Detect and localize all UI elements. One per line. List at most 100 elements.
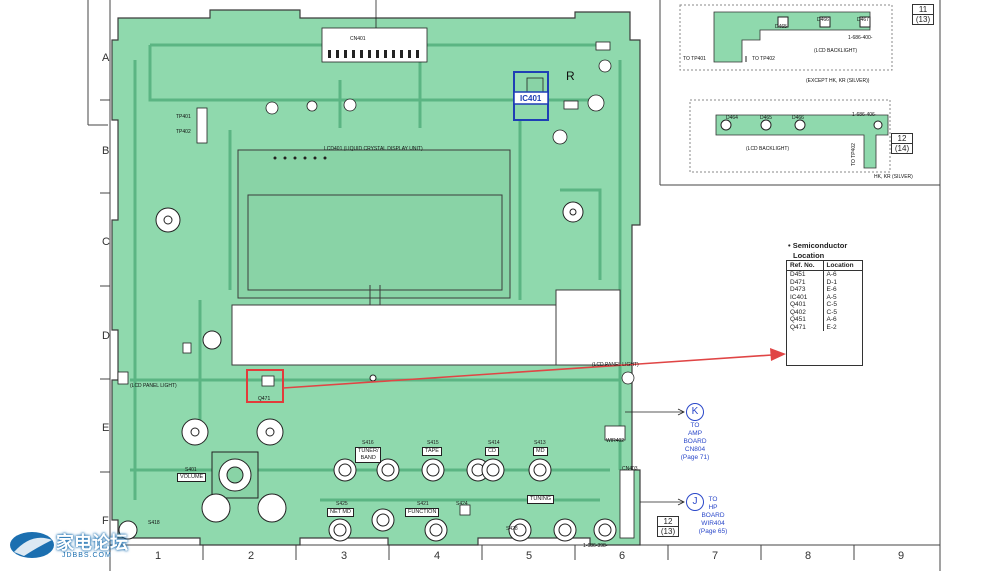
page-frame: [87, 0, 941, 571]
s418-label: S418: [148, 520, 160, 526]
button-ref: S425: [336, 501, 348, 507]
table-cell: Q471: [790, 323, 806, 331]
button-ref: S424: [456, 501, 468, 507]
ic401-label: IC401: [520, 94, 542, 103]
s401-label: S401: [185, 467, 197, 473]
wir402-label: WIR402: [606, 438, 624, 444]
connector-k-text: TO AMP BOARD CN804 (Page 71): [672, 422, 718, 462]
table-cell: A-6: [822, 316, 862, 324]
board-part-no: 1-686-398-: [583, 543, 608, 549]
connector-j-line: (Page 65): [698, 528, 728, 535]
inset-top-tp402: TO TP402: [752, 56, 775, 62]
component-labels: TP401 TP402 LCD401 (LIQUID CRYSTAL DISPL…: [130, 36, 639, 549]
tp401-label: TP401: [176, 114, 191, 120]
grid-ticks: [100, 99, 855, 560]
net-md-button-label: NET MD: [327, 508, 354, 517]
inset-top: [679, 4, 893, 71]
button-ref: S414: [488, 440, 500, 446]
grid-col-label: 2: [248, 550, 255, 562]
button-ref: S416: [362, 440, 374, 446]
sheet-number-bottom-b: (13): [658, 526, 678, 536]
grid-row-label: A: [102, 52, 110, 64]
inset-top-backlight: (LCD BACKLIGHT): [814, 48, 857, 54]
button-ref: S413: [534, 440, 546, 446]
volume-knob: [201, 451, 287, 523]
table-cell: D451: [790, 271, 806, 278]
sheet-number-bottom: 12 (13): [657, 516, 679, 537]
watermark-title: 家电论坛: [56, 533, 128, 553]
connector-j-marker: J: [686, 493, 704, 511]
inset-bottom: [689, 99, 891, 173]
table-cell: Q451: [790, 316, 806, 323]
connector-k-line: BOARD: [683, 438, 707, 445]
semiconductor-title: • Semiconductor: [788, 241, 848, 250]
connector-k-line: AMP: [687, 430, 703, 437]
inset-top-d466: D466: [817, 17, 829, 23]
inset-top-tp401: TO TP401: [683, 56, 706, 62]
tuner-band-button-label: TUNER/ BAND: [355, 447, 382, 463]
grid-col-label: 5: [526, 550, 533, 562]
table-cell: Q401: [790, 301, 806, 308]
connector-cn401: [321, 0, 428, 63]
inset-top-part-no: 1-686-400-: [848, 35, 873, 41]
grid-col-label: 4: [434, 550, 441, 562]
grid-row-label: B: [102, 145, 110, 157]
sheet-number-top-a: 11: [918, 5, 928, 14]
tuning-label: TUNING: [527, 495, 555, 504]
grid-col-label: 7: [712, 550, 719, 562]
table-cell: A-5: [822, 293, 862, 301]
grid-row-label: F: [102, 515, 109, 527]
r-mark: R: [566, 69, 575, 83]
grid-col-label: 8: [805, 550, 812, 562]
q471-label: Q471: [258, 396, 270, 402]
table-cell: Q402: [790, 308, 806, 316]
panel-light-left: (LCD PANEL LIGHT): [130, 383, 177, 389]
inset-bottom-d465: D465: [760, 115, 772, 121]
panel-light-right: (LCD PANEL LIGHT): [592, 362, 639, 368]
watermark-url: JDBBS.COM: [62, 552, 112, 559]
ic401-label-box: [513, 91, 549, 105]
sheet-number-middle: 12 (14): [891, 133, 913, 154]
locator-arrow: [282, 348, 786, 389]
mounting-holes: [118, 201, 584, 540]
connector-j-text: TO HP BOARD WIR404 (Page 65): [690, 496, 736, 536]
sheet-number-bottom-a: 12: [663, 517, 673, 526]
connector-j-line: BOARD: [701, 512, 725, 519]
inset-top-d465: D465: [775, 24, 787, 30]
connector-leads: [625, 408, 685, 506]
lcd-label: LCD401 (LIQUID CRYSTAL DISPLAY UNIT): [324, 146, 423, 152]
connector-j-line: TO: [708, 496, 718, 503]
sheet-number-middle-a: 12: [897, 134, 907, 143]
table-cell: E-2: [822, 323, 862, 331]
lcd-pin-row: [273, 156, 327, 160]
table-cell: E-6: [822, 286, 862, 294]
button-ref: S415: [427, 440, 439, 446]
connector-k-line: TO: [690, 422, 700, 429]
tp402-label: TP402: [176, 129, 191, 135]
volume-label: VOLUME: [177, 473, 207, 482]
sheet-number-middle-b: (14): [892, 143, 912, 153]
pcb-cutout: [555, 289, 621, 366]
sheet-number-top-b: (13): [913, 14, 933, 24]
connector-j-line: HP: [708, 504, 718, 511]
table-cell: D471: [790, 278, 806, 286]
button-ref: S421: [417, 501, 429, 507]
inset-bottom-backlight: (LCD BACKLIGHT): [746, 146, 789, 152]
md-button-label: MD: [533, 447, 548, 456]
lcd-display-outline: [231, 149, 601, 366]
cn401-label: CN401: [350, 36, 366, 42]
q471-highlight-box: [246, 369, 284, 403]
cd-button-label: CD: [485, 447, 499, 456]
connector-k-line: CN804: [684, 446, 706, 453]
button-ref: S428: [506, 526, 518, 532]
grid-row-label: D: [102, 330, 110, 342]
sheet-number-top: 11 (13): [912, 4, 934, 25]
grid-col-label: 9: [898, 550, 905, 562]
inset-bottom-d464: D464: [726, 115, 738, 121]
